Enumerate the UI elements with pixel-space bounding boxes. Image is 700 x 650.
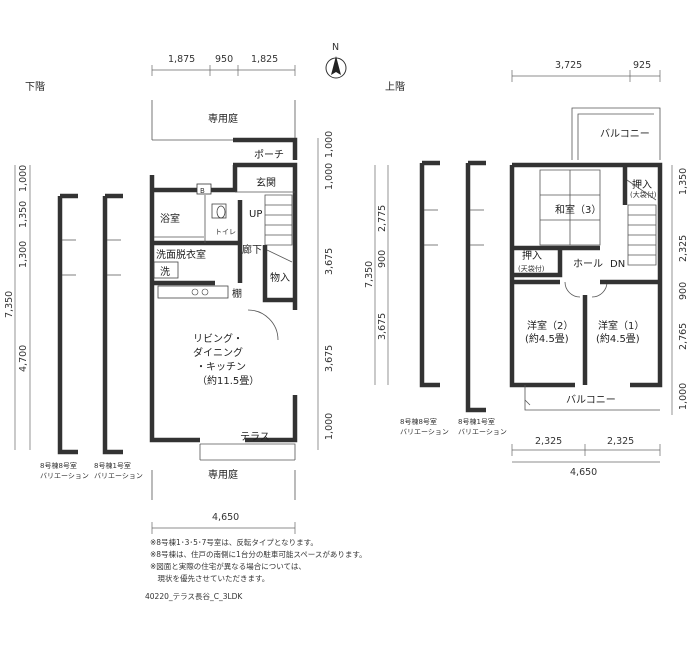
upper-variation-2: 8号棟1号室 — [458, 417, 495, 426]
corridor-label: 廊下 — [242, 243, 262, 256]
upper-variation-1: 8号棟8号室 — [400, 417, 437, 426]
upper-bottom-dim: 2,325 — [535, 436, 562, 447]
balcony-bottom-label: バルコニー — [566, 394, 616, 406]
upper-right-dim: 1,000 — [678, 383, 689, 410]
washitsu-label: 和室（3） — [555, 203, 601, 216]
lower-right-dim: 1,000 — [324, 413, 335, 440]
north-label: N — [332, 42, 339, 53]
storage-label: 物入 — [270, 271, 290, 284]
lower-variation-2-sub: バリエーション — [94, 472, 143, 480]
upper-right-dim: 2,325 — [678, 235, 689, 262]
garden-bottom-label: 専用庭 — [208, 468, 238, 481]
dn-label: DN — [610, 259, 625, 270]
entrance-label: 玄関 — [256, 176, 276, 189]
lower-bottom-dim: 4,650 — [212, 512, 239, 523]
wash-label: 洗 — [160, 266, 170, 278]
lower-top-dim: 950 — [215, 54, 233, 65]
yoshitsu2-label: 洋室（2） — [527, 319, 573, 332]
lower-variation-1-sub: バリエーション — [40, 472, 89, 480]
shelf-label: 棚 — [232, 287, 242, 300]
lower-left-dim: 4,700 — [18, 345, 29, 372]
upper-left-total: 7,350 — [364, 261, 375, 288]
upper-top-dim: 3,725 — [555, 60, 582, 71]
note-line: 現状を優先させていただきます。 — [150, 574, 270, 583]
lower-left-dim: 1,300 — [18, 241, 29, 268]
lower-right-dim: 1,000 — [324, 163, 335, 190]
lower-top-dim: 1,825 — [251, 54, 278, 65]
lower-top-dim: 1,875 — [168, 54, 195, 65]
upper-right-dim: 2,765 — [678, 323, 689, 350]
upper-variation-2-sub: バリエーション — [458, 428, 507, 436]
upper-bottom-dim: 2,325 — [607, 436, 634, 447]
garden-top-label: 専用庭 — [208, 112, 238, 125]
washroom-label: 洗面脱衣室 — [156, 248, 206, 261]
b-mark: B — [200, 187, 205, 195]
oshiire-sub: (天袋付) — [518, 264, 545, 273]
upper-left-dim: 3,675 — [377, 313, 388, 340]
balcony-top-label: バルコニー — [600, 128, 650, 140]
ldk-label-1: リビング・ — [193, 332, 243, 345]
note-line: ※図面と実際の住宅が異なる場合については、 — [150, 562, 306, 571]
yoshitsu1-label: 洋室（1） — [598, 319, 644, 332]
upper-bottom-total: 4,650 — [570, 467, 597, 478]
hall-label: ホール — [573, 258, 603, 270]
lower-right-dim: 1,000 — [324, 131, 335, 158]
toilet-label: トイレ — [215, 228, 236, 236]
ldk-label-3: ・キッチン — [196, 361, 246, 373]
oshiire-small-label: 押入 — [632, 178, 652, 191]
upper-top-dim: 925 — [633, 60, 651, 71]
lower-variation-1: 8号棟8号室 — [40, 461, 77, 470]
lower-variation-2: 8号棟1号室 — [94, 461, 131, 470]
lower-floor-title: 下階 — [25, 81, 45, 93]
note-line: ※8号棟1･3･5･7号室は、反転タイプとなります。 — [150, 538, 318, 547]
lower-right-dim: 3,675 — [324, 248, 335, 275]
lower-right-dim: 3,675 — [324, 345, 335, 372]
bath-label: 浴室 — [160, 212, 180, 225]
oshiire-small-sub: (大袋付) — [630, 190, 657, 199]
upper-floor-title: 上階 — [385, 81, 405, 93]
up-label: UP — [249, 209, 262, 220]
upper-right-dim: 900 — [678, 282, 689, 300]
ldk-label-4: （約11.5畳） — [197, 374, 259, 387]
oshiire-label: 押入 — [522, 249, 542, 262]
upper-left-dim: 2,775 — [377, 205, 388, 232]
lower-left-total: 7,350 — [4, 291, 15, 318]
yoshitsu1-sub: (約4.5畳) — [596, 332, 640, 345]
caption: 40220_テラス長谷_C_3LDK — [145, 592, 243, 601]
yoshitsu2-sub: (約4.5畳) — [525, 332, 569, 345]
upper-variation-1-sub: バリエーション — [400, 428, 449, 436]
north-arrow-icon — [325, 56, 347, 79]
porch-label: ポーチ — [254, 149, 284, 161]
lower-left-dim: 1,000 — [18, 165, 29, 192]
upper-right-dim: 1,350 — [678, 168, 689, 195]
lower-left-dim: 1,350 — [18, 201, 29, 228]
note-line: ※8号棟は、住戸の南側に1台分の駐車可能スペースがあります。 — [150, 550, 367, 559]
ldk-label-2: ダイニング — [193, 346, 243, 359]
upper-left-dim: 900 — [377, 250, 388, 268]
terrace-label: テラス — [240, 431, 270, 443]
